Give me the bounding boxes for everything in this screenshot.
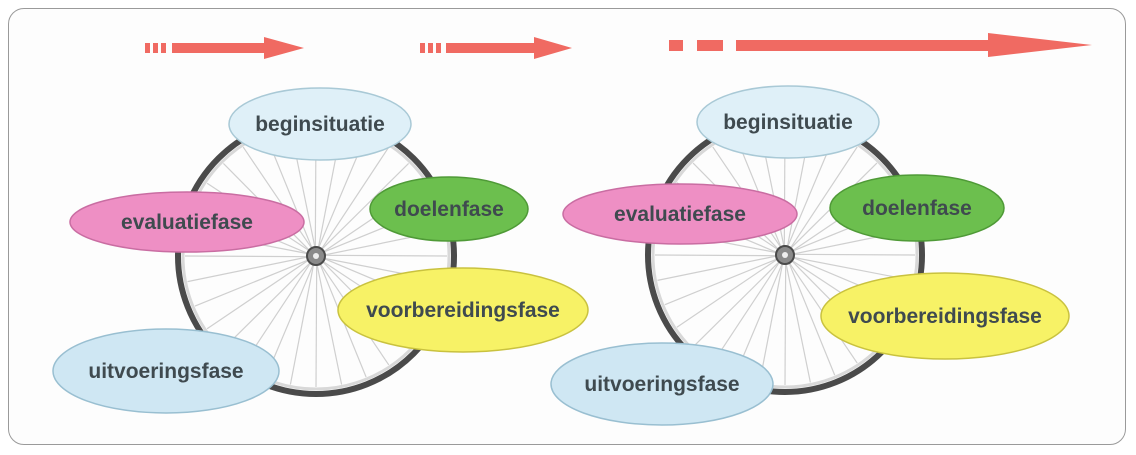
phase-evaluatiefase: evaluatiefase [69,191,305,253]
cycle-right: beginsituatie doelenfase evaluatiefase v… [550,85,1070,426]
phase-label: doelenfase [862,197,972,220]
phase-evaluatiefase: evaluatiefase [562,183,798,245]
phase-doelenfase: doelenfase [369,176,529,242]
wheel-spoke [187,255,311,283]
wheel-spoke [315,261,318,388]
phase-voorbereidingsfase: voorbereidingsfase [820,272,1070,360]
phase-label: uitvoeringsfase [584,373,739,396]
phase-label: voorbereidingsfase [848,305,1042,328]
phase-label: uitvoeringsfase [88,360,243,383]
phase-label: doelenfase [394,198,504,221]
wheel-spoke [242,146,314,251]
phase-label: voorbereidingsfase [366,299,560,322]
wheel-spoke [321,254,448,257]
wheel-spoke [319,162,410,252]
wheel-spoke [759,260,784,383]
wheel-spoke [787,259,836,376]
phase-label: beginsituatie [723,111,853,134]
wheel-spoke [184,255,311,258]
phase-beginsituatie: beginsituatie [696,85,880,159]
phase-doelenfase: doelenfase [829,174,1005,242]
phase-label: evaluatiefase [121,211,253,234]
wheel-spoke [222,260,313,350]
wheel-spoke [664,257,781,306]
wheel-spoke [315,261,343,385]
phase-label: beginsituatie [255,113,385,136]
wheel-spoke [657,254,780,281]
arrow-1 [145,37,304,59]
phase-beginsituatie: beginsituatie [228,87,412,161]
wheel-spoke [784,260,787,386]
phase-uitvoeringsfase: uitvoeringsfase [550,342,774,426]
wheel-spoke [692,259,782,348]
wheel-spoke [206,258,311,330]
phase-voorbereidingsfase: voorbereidingsfase [337,267,589,353]
wheel-spoke [319,146,390,252]
arrow-3 [669,33,1092,57]
wheel-spoke [289,261,315,385]
phase-uitvoeringsfase: uitvoeringsfase [52,328,280,414]
wheel-spoke [790,253,916,256]
wheel-spoke [788,146,858,251]
wheel-spoke [194,258,312,307]
phase-label: evaluatiefase [614,203,746,226]
wheel-spoke [676,257,780,328]
cycle-left: beginsituatie doelenfase evaluatiefase v… [52,87,589,414]
wheel-spoke [654,254,780,257]
wheel-spoke [712,259,782,364]
arrow-2 [420,37,572,59]
progress-arrows [145,33,1092,59]
wheel-spoke [784,260,811,383]
